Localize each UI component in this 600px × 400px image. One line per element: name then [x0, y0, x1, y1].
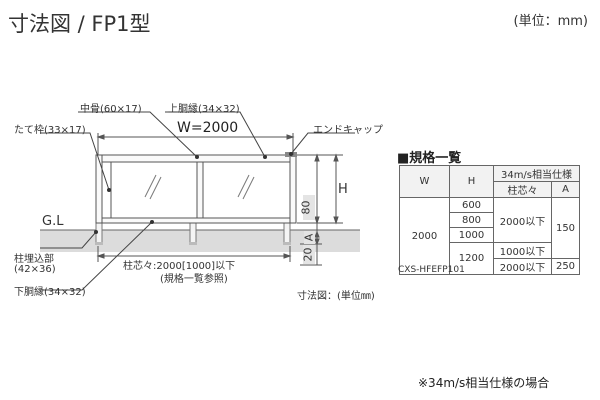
pitch-dimension	[96, 246, 292, 262]
dim-20-box	[303, 245, 315, 264]
label-width: W=2000	[177, 120, 239, 136]
dim-80-box	[303, 195, 315, 220]
glare-marks	[144, 174, 255, 200]
leader-endcap	[290, 132, 355, 155]
leader-dots	[94, 152, 293, 234]
dim-a-box	[304, 231, 315, 244]
leader-embed	[40, 231, 97, 249]
ground	[40, 230, 360, 252]
label-pillar-ref: (規格一覧参照)	[160, 274, 228, 285]
spec-heading: ■規格一覧	[397, 151, 462, 166]
post-bottom-caps	[95, 242, 291, 245]
label-h: H	[338, 182, 348, 197]
label-pillar-pitch: 柱芯々:2000[1000]以下	[123, 261, 236, 272]
left-post	[95, 154, 103, 224]
cell-h-800: 800	[449, 212, 494, 228]
post-right	[283, 221, 291, 245]
leader-lines	[40, 111, 355, 291]
middle-rib	[196, 161, 204, 219]
label-dim-a: A	[302, 233, 316, 242]
spec-table: W H 34m/s相当仕様 柱芯々 A 2000 600 2000以下 150 …	[399, 165, 580, 275]
unit-note: (単位：mm)	[513, 14, 588, 29]
header-w: W	[399, 165, 450, 198]
header-pitch: 柱芯々	[493, 181, 552, 198]
label-naka-hone: 中骨(60×17)	[80, 104, 142, 115]
post-center	[189, 221, 197, 245]
width-dimension	[96, 133, 295, 155]
cell-h-1200: 1200	[449, 242, 494, 275]
label-kami-dobuchi: 上胴縁(34×32)	[168, 104, 240, 115]
leader-tatewaku	[40, 132, 110, 191]
leader-kami	[165, 111, 266, 158]
label-tatewaku: たて枠(33×17)	[14, 125, 86, 136]
label-dim-20: 20	[301, 247, 315, 262]
cell-h-600: 600	[449, 197, 494, 213]
bottom-rail	[95, 217, 297, 224]
label-end-cap: エンドキャップ	[313, 125, 383, 136]
label-pillar-embed-size: (42×36)	[14, 264, 56, 275]
label-dim-80: 80	[299, 200, 313, 215]
vertical-dimensions	[297, 153, 343, 266]
cell-a-150: 150	[551, 197, 580, 259]
leader-shita	[40, 221, 153, 291]
cell-h-1000: 1000	[449, 227, 494, 243]
page-title: 寸法図 / FP1型	[8, 12, 151, 36]
cell-w: 2000	[399, 197, 450, 275]
cell-pitch-2: 1000以下	[493, 242, 552, 259]
header-group: 34m/s相当仕様	[493, 165, 580, 182]
cell-pitch-3: 2000以下	[493, 258, 552, 275]
header-a: A	[551, 181, 580, 198]
header-h: H	[449, 165, 494, 198]
fence-frame	[95, 154, 297, 224]
label-pillar-embed: 柱埋込部	[14, 254, 54, 265]
panel-right	[202, 161, 291, 219]
cell-pitch-1: 2000以下	[493, 197, 552, 243]
footnote: ※34m/s相当仕様の場合	[418, 376, 550, 390]
leader-naka	[78, 111, 198, 158]
spec-code: CXS-HFEFP101	[398, 265, 465, 275]
label-gl: G.L	[42, 214, 64, 229]
label-shita-dobuchi: 下胴縁(34×32)	[14, 287, 86, 298]
right-post	[289, 154, 297, 224]
cell-a-250: 250	[551, 258, 580, 275]
label-unit-dimfig: 寸法図：(単位㎜)	[297, 291, 375, 302]
